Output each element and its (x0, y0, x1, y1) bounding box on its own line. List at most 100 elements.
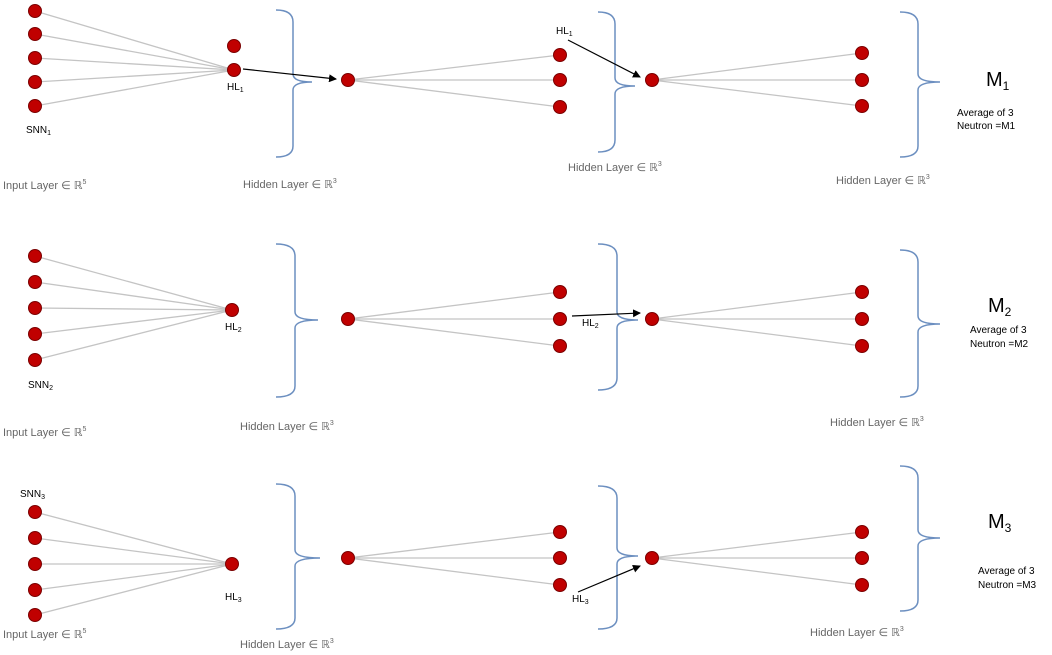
edge (347, 54, 561, 81)
hl-label: HL2 (582, 318, 599, 330)
average-note: Average of 3 (957, 108, 1014, 119)
hidden-layer-label: Hidden Layer ∈ ℝ3 (243, 178, 337, 191)
edge (34, 57, 235, 71)
input-layer-label: Input Layer ∈ ℝ5 (3, 179, 86, 192)
layer-brace (899, 249, 941, 398)
edge (651, 79, 863, 107)
row-2: SNN2 HL2 HL2 Input Layer ∈ ℝ5 Hidden Lay… (3, 243, 1029, 439)
output-node (855, 285, 869, 299)
input-node (28, 505, 42, 519)
snn-label: SNN1 (26, 125, 51, 137)
output-node (855, 99, 869, 113)
hidden-node (553, 73, 567, 87)
average-note: Average of 3 (978, 566, 1035, 577)
edge (34, 563, 233, 616)
hidden-node (225, 557, 239, 571)
layer-brace (899, 465, 941, 612)
input-node (28, 353, 42, 367)
hidden-node (645, 73, 659, 87)
average-note: Neutron =M3 (978, 580, 1037, 591)
layer-brace (899, 11, 941, 158)
model-label: M2 (988, 295, 1012, 319)
row-1: SNN1 HL1 HL1 Input Layer ∈ ℝ5 Hidden Lay… (3, 4, 1016, 192)
layer-brace (275, 483, 321, 630)
output-node (855, 525, 869, 539)
hidden-layer-label: Hidden Layer ∈ ℝ3 (568, 161, 662, 174)
edge (34, 307, 233, 311)
model-label: M1 (986, 69, 1010, 93)
input-node (28, 608, 42, 622)
layer-brace (597, 11, 636, 153)
hidden-layer-label: Hidden Layer ∈ ℝ3 (240, 638, 334, 651)
input-node (28, 583, 42, 597)
layer-brace (275, 9, 313, 158)
edge (347, 318, 561, 347)
edge (34, 33, 235, 71)
edge (34, 69, 235, 83)
edge (34, 10, 235, 71)
output-node (855, 46, 869, 60)
edge (34, 281, 233, 311)
layer-brace (597, 243, 639, 391)
arrow (242, 68, 337, 83)
hidden-node (553, 312, 567, 326)
hidden-node (553, 525, 567, 539)
arrow (577, 565, 641, 593)
arrow (567, 39, 641, 78)
snn-label: SNN2 (28, 380, 53, 392)
output-node (855, 312, 869, 326)
input-layer-label: Input Layer ∈ ℝ5 (3, 426, 86, 439)
hidden-node (553, 48, 567, 62)
hidden-node (553, 339, 567, 353)
edge (34, 537, 233, 565)
input-node (28, 51, 42, 65)
edge (34, 511, 233, 565)
hidden-node (553, 551, 567, 565)
input-node (28, 327, 42, 341)
hidden-node (553, 285, 567, 299)
arrow (571, 309, 641, 318)
output-node (855, 578, 869, 592)
hidden-layer-label: Hidden Layer ∈ ℝ3 (810, 626, 904, 639)
edge (34, 563, 233, 591)
edge (651, 52, 863, 81)
input-node (28, 531, 42, 545)
layer-brace (597, 485, 639, 630)
hidden-node (553, 100, 567, 114)
edge (347, 291, 561, 320)
edge (34, 69, 235, 107)
input-node (28, 249, 42, 263)
input-node (28, 75, 42, 89)
hidden-node (225, 303, 239, 317)
hl-label: HL1 (227, 82, 244, 94)
output-node (855, 339, 869, 353)
output-node (855, 551, 869, 565)
input-node (28, 275, 42, 289)
edge (651, 318, 863, 347)
edge (347, 531, 561, 559)
hl-label: HL1 (556, 26, 573, 38)
input-node (28, 99, 42, 113)
hidden-node (645, 551, 659, 565)
average-note: Average of 3 (970, 325, 1027, 336)
input-node (28, 27, 42, 41)
hl-label: HL2 (225, 322, 242, 334)
input-node (28, 557, 42, 571)
hidden-layer-label: Hidden Layer ∈ ℝ3 (240, 420, 334, 433)
hidden-node (341, 312, 355, 326)
hidden-node (341, 551, 355, 565)
snn-label: SNN3 (20, 489, 45, 501)
input-layer-label: Input Layer ∈ ℝ5 (3, 628, 86, 641)
hl-label: HL3 (572, 594, 589, 606)
hl-label: HL3 (225, 592, 242, 604)
average-note: Neutron =M1 (957, 121, 1016, 132)
edge (34, 255, 233, 311)
edge (651, 291, 863, 320)
edge (347, 79, 561, 108)
edge (34, 309, 233, 361)
edge (34, 309, 233, 335)
row-3: SNN3 HL3 HL3 Input Layer ∈ ℝ5 Hidden Lay… (3, 465, 1037, 651)
hidden-layer-label: Hidden Layer ∈ ℝ3 (836, 174, 930, 187)
input-node (28, 4, 42, 18)
